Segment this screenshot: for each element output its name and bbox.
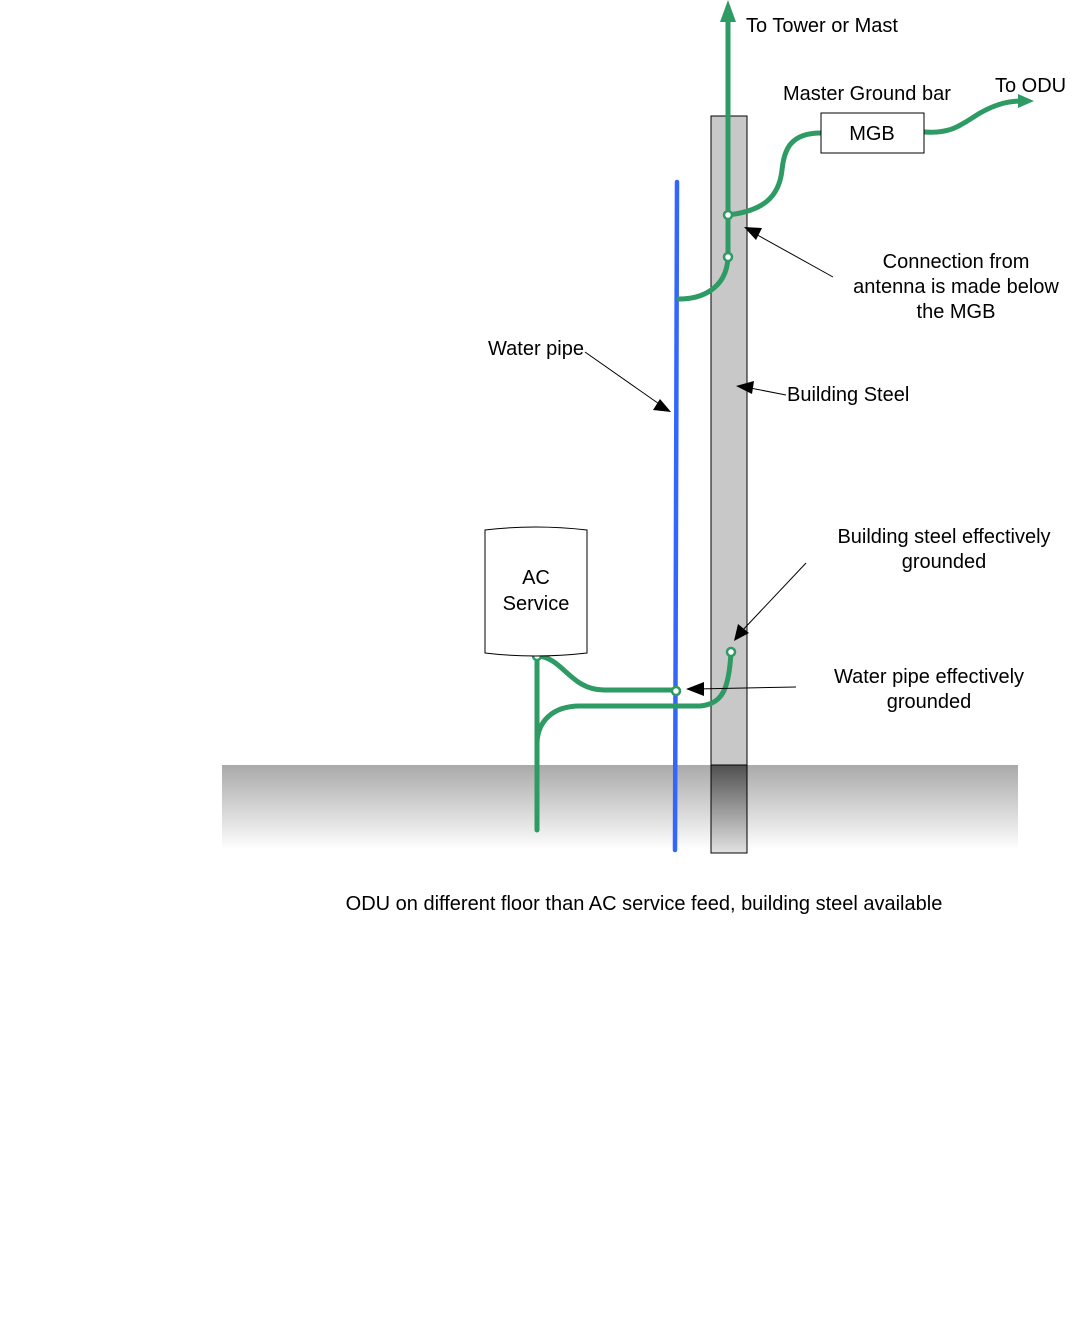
to-odu-label: To ODU [995, 75, 1066, 97]
node-water-pipe-ground [672, 687, 680, 695]
ground-earth [222, 765, 1018, 850]
steel-bond-wire [537, 652, 731, 742]
water-pipe [675, 182, 677, 850]
ac-service-box [485, 527, 587, 656]
steel-grounded-line1: Building steel effectively [837, 526, 1050, 548]
node-mgb-steel [724, 211, 732, 219]
diagram-caption: ODU on different floor than AC service f… [346, 893, 943, 915]
water-pipe-label: Water pipe [488, 338, 584, 360]
building-steel-label: Building Steel [787, 384, 909, 406]
master-ground-bar-label: Master Ground bar [783, 83, 951, 105]
connection-note-line2: antenna is made below [853, 276, 1059, 298]
callout-pointers [585, 227, 833, 696]
node-steel-pipe [724, 253, 732, 261]
pipe-grounded-line2: grounded [887, 691, 972, 713]
connection-note-line1: Connection from [883, 251, 1030, 273]
pipe-grounded-line1: Water pipe effectively [834, 666, 1024, 688]
connection-note-line3: the MGB [917, 301, 996, 323]
node-steel-ground [727, 648, 735, 656]
steel-grounded-line2: grounded [902, 551, 987, 573]
ac-service-label-line2: Service [503, 593, 570, 615]
to-tower-label: To Tower or Mast [746, 15, 898, 37]
tower-arrowhead [720, 0, 736, 22]
ac-service-label-line1: AC [522, 567, 550, 589]
odu-wire [925, 101, 1022, 132]
mgb-box-label: MGB [849, 123, 895, 145]
ac-pipe-bond [537, 656, 676, 690]
